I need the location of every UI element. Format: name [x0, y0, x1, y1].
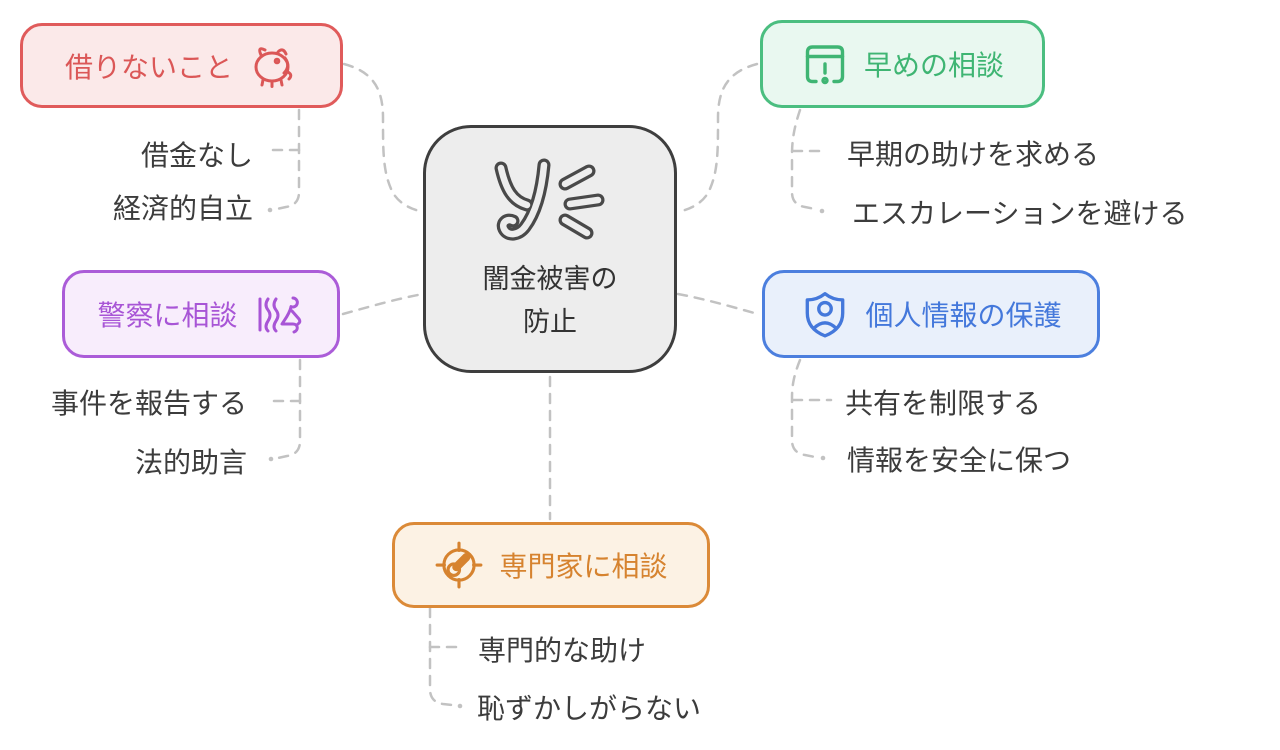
- leaf-report-incidents[interactable]: 事件を報告する: [50, 388, 247, 419]
- branch-node-no-borrowing[interactable]: 借りないこと: [20, 23, 343, 108]
- leaf-professional-help[interactable]: 専門的な助け: [478, 635, 647, 666]
- center-title-line2: 防止: [523, 307, 577, 337]
- connector-center-to-protect-personal-info: [676, 292, 760, 316]
- branch-node-consult-experts[interactable]: 専門家に相談: [392, 522, 710, 608]
- leaf-legal-advice[interactable]: 法的助言: [134, 447, 247, 478]
- branch-label: 警察に相談: [97, 300, 238, 331]
- center-node[interactable]: 闇金被害の 防止: [423, 125, 677, 373]
- leaf-economic-independence[interactable]: 経済的自立: [112, 193, 253, 224]
- connector-end-dot: [820, 455, 826, 461]
- center-title-line1: 闇金被害の: [482, 263, 618, 294]
- leaf-keep-info-safe[interactable]: 情報を安全に保つ: [847, 445, 1072, 476]
- connector-center-to-early-consultation: [676, 62, 759, 214]
- branch-label: 専門家に相談: [499, 551, 668, 582]
- piggy-bank-icon: [254, 46, 293, 88]
- kneeling-figure-icon: [258, 296, 301, 334]
- leaf-no-debt[interactable]: 借金なし: [140, 140, 253, 171]
- branch-label: 借りないこと: [64, 51, 233, 83]
- branch-label: 早めの相談: [863, 50, 1004, 81]
- branch-node-early-consultation[interactable]: 早めの相談: [760, 20, 1045, 108]
- leaf-avoid-escalation[interactable]: エスカレーションを避ける: [852, 198, 1188, 229]
- leaf-dont-be-ashamed[interactable]: 恥ずかしがらない: [477, 693, 702, 724]
- shield-user-icon: [806, 292, 845, 338]
- y-snap-logo-icon: [494, 158, 605, 241]
- branch-node-consult-police[interactable]: 警察に相談: [62, 270, 340, 358]
- connector-center-to-consult-police: [341, 292, 425, 316]
- connector-end-dot: [267, 207, 273, 213]
- connector-end-dot: [268, 456, 274, 462]
- center-title: 闇金被害の 防止: [483, 258, 618, 344]
- connector-consult-experts-trunk: [428, 606, 454, 707]
- branch-label: 個人情報の保護: [865, 300, 1062, 331]
- alert-window-icon: [805, 45, 845, 85]
- connector-end-dot: [819, 208, 825, 214]
- connector-end-dot: [457, 703, 463, 709]
- connector-protect-personal-info-trunk: [790, 358, 817, 459]
- connector-no-borrowing-trunk: [275, 108, 301, 211]
- connector-consult-police-trunk: [276, 358, 302, 460]
- branch-node-protect-personal-info[interactable]: 個人情報の保護: [762, 270, 1100, 358]
- connector-early-consultation-trunk: [790, 108, 817, 211]
- leaf-seek-early-help[interactable]: 早期の助けを求める: [847, 139, 1100, 170]
- gauge-icon: [436, 541, 483, 589]
- connector-center-to-no-borrowing: [342, 62, 425, 214]
- leaf-limit-sharing[interactable]: 共有を制限する: [845, 388, 1042, 419]
